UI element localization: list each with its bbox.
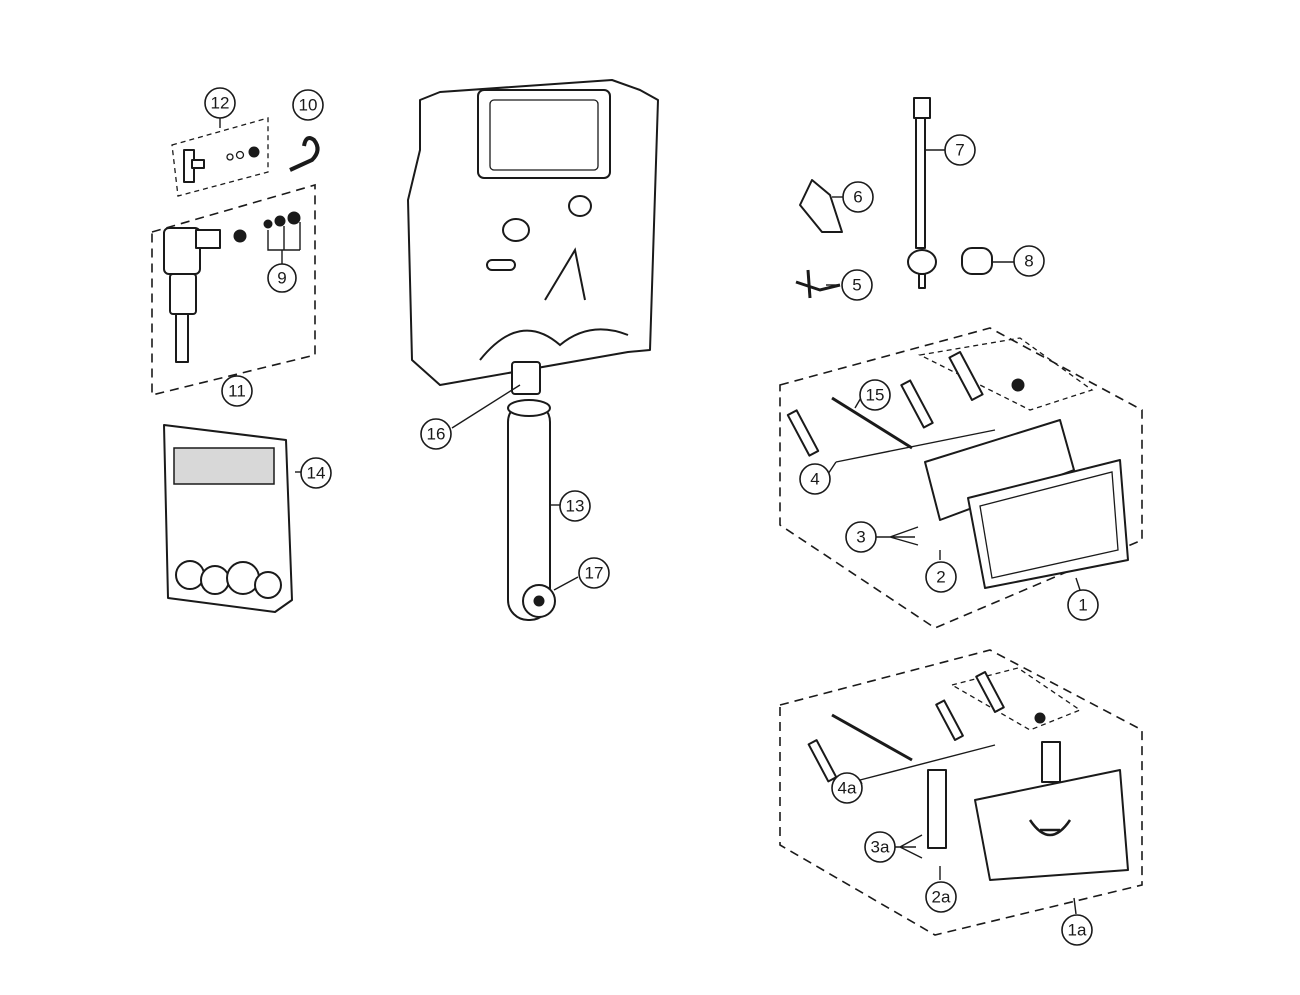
valve-kit-part-12 xyxy=(171,117,269,197)
svg-text:1: 1 xyxy=(1078,596,1087,615)
flush-pipe-part-13 xyxy=(507,399,551,621)
svg-text:7: 7 xyxy=(955,141,964,160)
fill-valve-part-11 xyxy=(151,183,316,397)
svg-text:8: 8 xyxy=(1024,252,1033,271)
callout-3a: 3a xyxy=(864,831,896,863)
svg-text:17: 17 xyxy=(585,564,604,583)
svg-text:10: 10 xyxy=(299,96,318,115)
callout-7: 7 xyxy=(944,134,976,166)
callout-12: 12 xyxy=(204,87,236,119)
flush-plate-set-part-1 xyxy=(779,327,1143,629)
svg-text:12: 12 xyxy=(211,94,230,113)
callout-1a: 1a xyxy=(1061,914,1093,946)
callout-3: 3 xyxy=(845,521,877,553)
callout-10: 10 xyxy=(292,89,324,121)
svg-text:4a: 4a xyxy=(838,779,857,798)
svg-text:2a: 2a xyxy=(932,888,951,907)
callout-2: 2 xyxy=(925,561,957,593)
callout-9: 9 xyxy=(267,263,297,293)
svg-text:13: 13 xyxy=(566,497,585,516)
svg-text:14: 14 xyxy=(307,464,326,483)
flush-plate-set-part-1a xyxy=(779,649,1143,936)
parts-bag-part-14 xyxy=(163,424,293,613)
connector-part-17 xyxy=(522,584,556,618)
cistern-frame xyxy=(407,79,659,395)
knob-part-8 xyxy=(961,247,993,275)
callout-6: 6 xyxy=(842,181,874,213)
callout-8: 8 xyxy=(1013,245,1045,277)
callout-14: 14 xyxy=(300,457,332,489)
svg-text:6: 6 xyxy=(853,188,862,207)
svg-text:4: 4 xyxy=(810,470,819,489)
callout-15: 15 xyxy=(859,379,891,411)
callout-1: 1 xyxy=(1067,589,1099,621)
svg-text:3a: 3a xyxy=(871,838,890,857)
callout-17: 17 xyxy=(578,557,610,589)
svg-text:16: 16 xyxy=(427,425,446,444)
callout-11: 11 xyxy=(221,375,253,407)
clip-part-10 xyxy=(289,136,320,172)
svg-text:15: 15 xyxy=(866,386,885,405)
bracket-part-6 xyxy=(799,179,843,233)
svg-text:5: 5 xyxy=(852,276,861,295)
lever-part-5 xyxy=(795,269,841,299)
callout-4: 4 xyxy=(799,463,831,495)
callout-16: 16 xyxy=(420,418,452,450)
callout-13: 13 xyxy=(559,490,591,522)
svg-text:2: 2 xyxy=(936,568,945,587)
callout-4a: 4a xyxy=(831,772,863,804)
rod-part-7 xyxy=(907,97,937,289)
callout-5: 5 xyxy=(841,269,873,301)
callout-2a: 2a xyxy=(925,881,957,913)
svg-text:11: 11 xyxy=(228,382,246,401)
svg-text:9: 9 xyxy=(277,269,286,288)
svg-text:1a: 1a xyxy=(1068,921,1087,940)
svg-text:3: 3 xyxy=(856,528,865,547)
